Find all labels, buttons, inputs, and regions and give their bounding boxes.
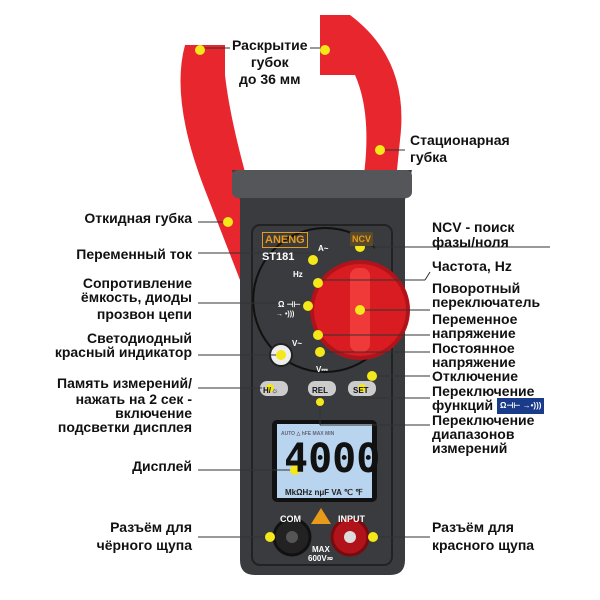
lcd-value: 4000 [284, 436, 381, 482]
label-movable-jaw: Откидная губка [84, 210, 192, 226]
dial-mark: Hz [293, 270, 303, 279]
dial-mark: A~ [318, 244, 329, 253]
dial-mark: V⎓ [316, 365, 328, 374]
lcd-units: MkΩHz nμF VA ℃ ℉ [285, 488, 363, 497]
label-off: Отключение [432, 368, 519, 384]
hold-button [260, 381, 288, 396]
brand-logo: ANENG [262, 232, 308, 248]
label-display: Дисплей [132, 458, 192, 474]
leader-lines [198, 47, 550, 538]
label-hold: Память измерений/нажать на 2 сек -включе… [57, 375, 192, 435]
input-label: INPUT [338, 514, 365, 524]
set-button-label[interactable]: SET [353, 386, 369, 395]
com-label: COM [280, 514, 301, 524]
rating: 600V≂ [308, 554, 334, 563]
model-label: ST181 [262, 251, 295, 263]
hold-button-label[interactable]: H/☼ [263, 386, 279, 395]
lcd-indicators: AUTO △ hFE MAX MIN [281, 431, 335, 437]
dial-mark: V~ [292, 339, 303, 348]
label-frequency: Частота, Hz [432, 258, 512, 274]
function-icon: Ω⊣⊢ →•))) [497, 398, 545, 415]
rel-button [308, 381, 336, 396]
rel-button-label[interactable]: REL [312, 386, 328, 395]
dial-mark: → •))) [276, 311, 295, 318]
marker-dots [195, 45, 385, 542]
label-ac-current: Переменный ток [76, 246, 192, 262]
ncv-label: NCV [350, 232, 374, 246]
dial-mark: Ω ⊣⊢ [278, 300, 301, 309]
rating: MAX [312, 545, 330, 554]
lcd [277, 424, 372, 498]
